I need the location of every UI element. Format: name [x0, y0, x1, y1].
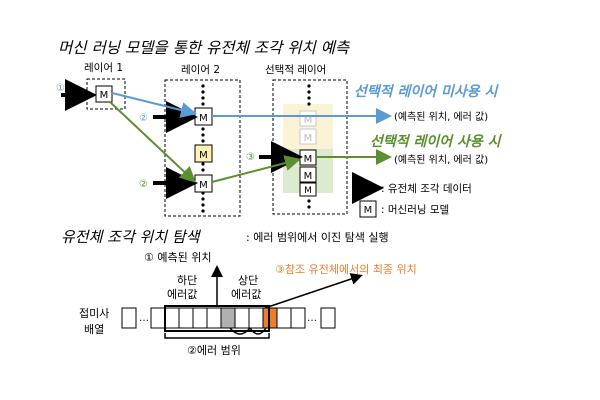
layer2-label: 레이어 2: [181, 64, 220, 76]
model-glyph: M: [199, 113, 208, 124]
layer2-box: [164, 79, 241, 217]
blue-arrow-l1-l2: [111, 92, 197, 118]
layer1-label: 레이어 1: [84, 62, 123, 74]
label-final-position: ③참조 유전체에서의 최종 위치: [275, 263, 417, 276]
marker-three: ③: [246, 152, 255, 163]
ellipsis-left: …: [139, 313, 149, 324]
cell-predicted: [220, 307, 236, 329]
label-upper-1: 상단: [238, 274, 258, 287]
search-description: : 에러 범위에서 이진 탐색 실행: [246, 231, 389, 244]
model-box-optional-faded-2: [299, 128, 317, 145]
suffix-array: … …: [121, 307, 336, 329]
search-arc-2: [249, 327, 267, 335]
model-box-optional-faded-1: [299, 110, 317, 127]
label-error-range: ②에러 범위: [187, 344, 241, 357]
model-glyph: M: [100, 90, 109, 101]
marker-two-top: ②: [139, 113, 148, 124]
model-box-optional-2: [299, 166, 317, 183]
model-glyph: M: [304, 133, 313, 144]
label-upper-2: 에러값: [231, 288, 261, 301]
label-lower-1: 하단: [177, 273, 197, 287]
label-suffix-2: 배열: [84, 323, 104, 336]
model-glyph: M: [304, 186, 312, 196]
error-range-bracket: [164, 305, 270, 332]
model-glyph: M: [364, 205, 373, 216]
legend-model-box: [359, 200, 377, 218]
layer2-dots: [201, 84, 205, 213]
error-range-brace: [164, 333, 270, 339]
marker-two-bottom: ②: [139, 179, 148, 190]
search-arc-1: [229, 327, 251, 335]
title-search: 유전체 조각 위치 탐색: [61, 228, 202, 246]
model-box-layer2-mid: [194, 144, 213, 163]
green-arrow-l2-opt: [211, 155, 301, 183]
label-predicted: ① 예측된 위치: [144, 251, 211, 264]
optional-layer-label: 선택적 레이어: [265, 64, 326, 76]
model-glyph: M: [304, 115, 313, 126]
label-suffix-1: 접미사: [79, 307, 109, 320]
output-not-used: (예측된 위치, 에러 값): [394, 110, 488, 123]
model-glyph: M: [304, 171, 313, 182]
green-arrow-l1-l2: [109, 101, 196, 183]
optional-layer-box: [272, 79, 348, 215]
output-used: (예측된 위치, 에러 값): [394, 153, 488, 166]
model-box-optional-3: [299, 182, 317, 197]
model-glyph: M: [304, 154, 313, 165]
model-glyph: M: [199, 180, 208, 191]
arrow-final: [264, 273, 363, 309]
label-lower-2: 에러값: [167, 288, 197, 301]
legend-data-label: : 유전체 조각 데이터: [381, 183, 472, 195]
title-prediction: 머신 러닝 모델을 통한 유전체 조각 위치 예측: [58, 39, 351, 57]
legend-model-label: : 머신러닝 모델: [381, 204, 449, 216]
legend-not-used: 선택적 레이어 미사용 시: [354, 84, 500, 100]
model-glyph: M: [199, 150, 208, 161]
legend-used: 선택적 레이어 사용 시: [370, 134, 503, 150]
marker-one-one: ①①: [56, 83, 74, 94]
ellipsis-right: …: [307, 313, 317, 324]
